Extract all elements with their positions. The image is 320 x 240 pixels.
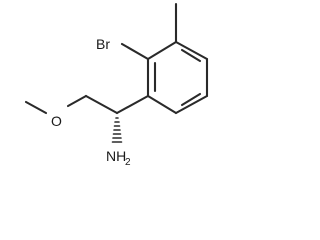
oxygen-label: O [51,113,62,129]
ring-bond-c2-c3 [174,40,209,61]
ring-double-bond-inner-1 [180,48,202,63]
hashed-wedge-bond [111,117,123,143]
ring-bond-c1-c2 [146,40,178,61]
amine-subscript: 2 [125,157,131,168]
bromine-label: Br [96,36,110,52]
ring-to-chiral-bond [115,94,150,115]
molecule-structure: Br O NH 2 [24,2,209,168]
amine-label: NH [106,148,126,164]
ring-bond-c5-c6 [146,94,178,115]
ch2-to-oxygen-bond [66,94,88,108]
oxygen-to-methyl-bond [24,100,48,115]
ring-double-bond-inner-2 [180,92,202,107]
bromine-bond [120,42,150,61]
ring-bond-c4-c5 [174,94,209,115]
chiral-to-ch2-bond [84,94,119,115]
